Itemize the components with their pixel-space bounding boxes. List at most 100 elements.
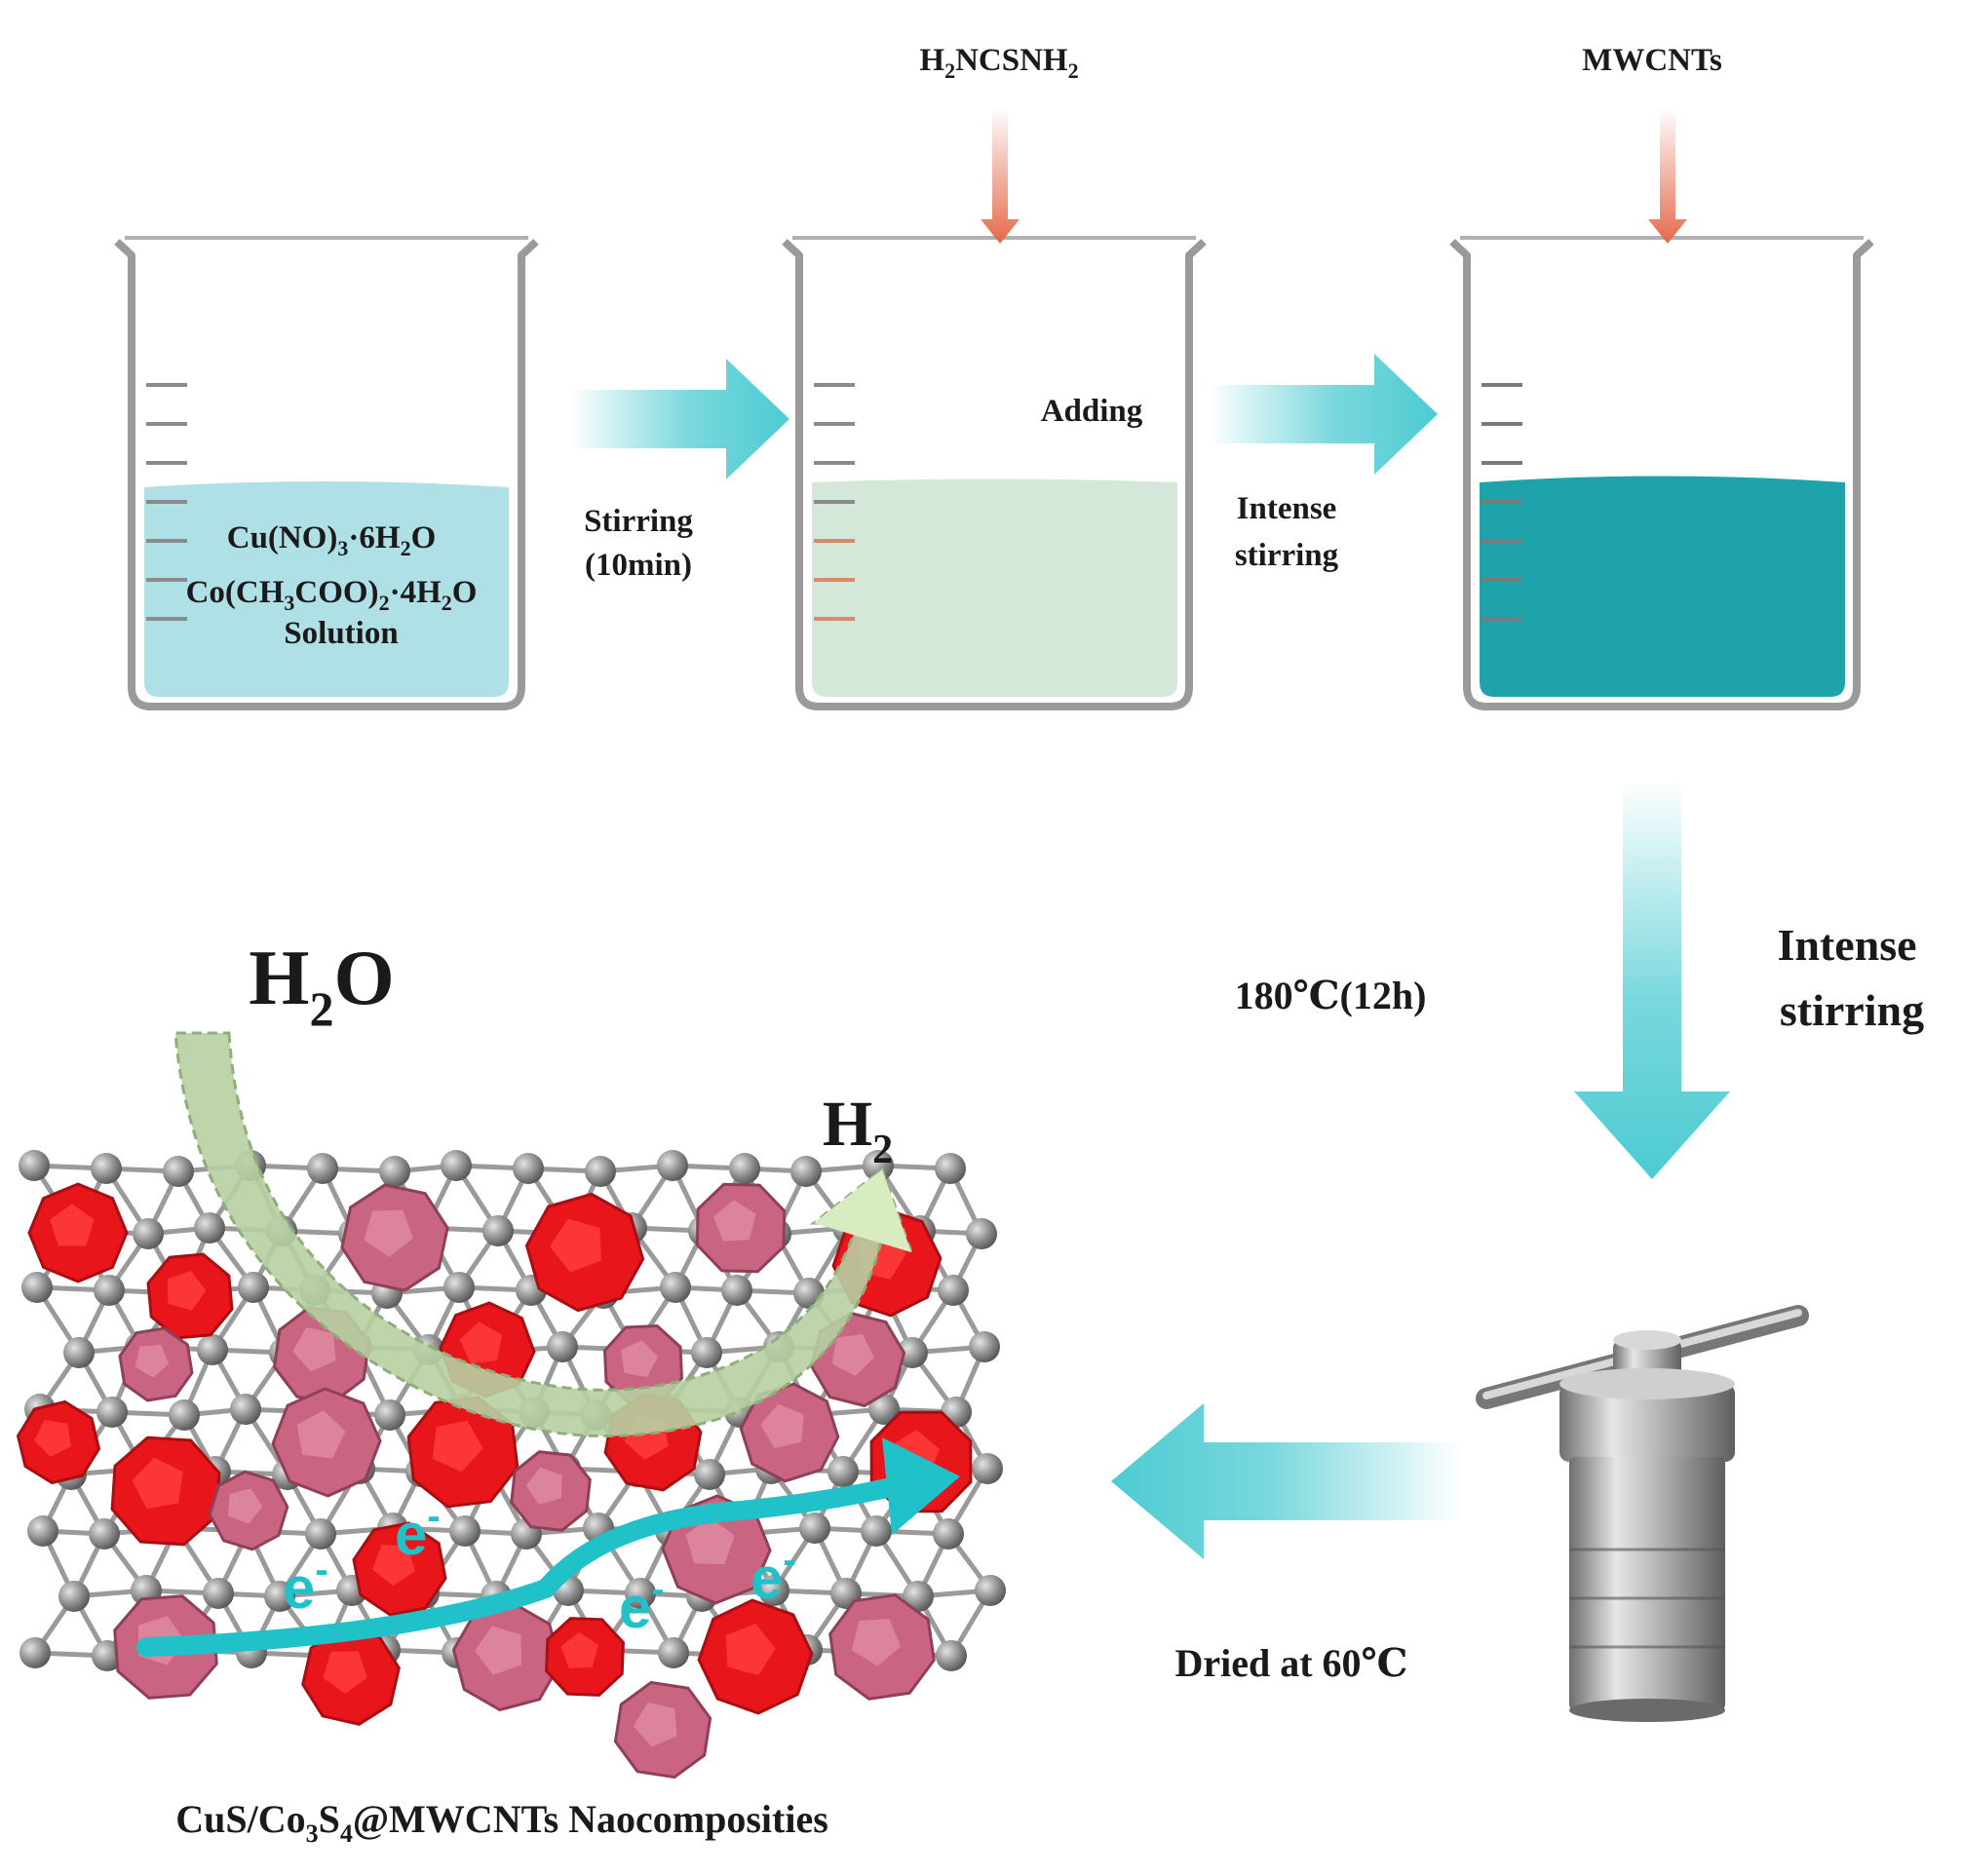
beaker-1-formula-1: Cu(NO)3·6H2O [227, 520, 437, 560]
carbon-atom [828, 1456, 859, 1487]
co3s4-particle [739, 1382, 840, 1483]
beaker-3-liquid [1480, 476, 1845, 697]
figure-caption: CuS/Co3S4@MWCNTs Naocomposities [175, 1797, 828, 1848]
beaker-3-glass [1449, 239, 1874, 710]
co3s4-particle [118, 1326, 194, 1402]
co3s4-particle [613, 1680, 712, 1780]
step-3-label-line-2: stirring [1780, 985, 1924, 1035]
carbon-atom [91, 1153, 122, 1184]
carbon-atom [197, 1334, 228, 1365]
carbon-atom [19, 1150, 50, 1181]
hydrogen-label: H2 [823, 1089, 893, 1172]
water-arrow [173, 1031, 914, 1438]
carbon-atom [694, 1459, 725, 1490]
carbon-atom [58, 1581, 90, 1612]
carbon-atom [379, 1156, 410, 1187]
co3s4-particle [340, 1183, 449, 1292]
carbon-atom [305, 1518, 336, 1550]
cus-particle [16, 1399, 101, 1485]
electron-label-2: e- [395, 1495, 441, 1567]
process-arrow-2 [1209, 354, 1438, 475]
carbon-atom [966, 1218, 997, 1249]
carbon-atom [374, 1399, 405, 1431]
particles [16, 1182, 973, 1780]
carbon-atom [933, 1518, 964, 1550]
dried-label: Dried at 60℃ [1174, 1641, 1407, 1685]
carbon-atom [935, 1153, 966, 1184]
co3s4-particle [828, 1593, 936, 1701]
carbon-atom [758, 1575, 789, 1606]
carbon-atom [96, 1397, 128, 1428]
carbon-atom [441, 1150, 472, 1181]
cus-particle [110, 1436, 221, 1547]
carbon-atom [790, 1156, 822, 1187]
carbon-atom [585, 1156, 616, 1187]
carbon-atom [938, 1275, 969, 1306]
process-arrow-3 [1574, 780, 1730, 1179]
carbon-atom [27, 1515, 58, 1547]
beaker-1-liquid [144, 481, 509, 697]
beaker-1-glass [114, 239, 539, 710]
cus-particle [697, 1598, 814, 1715]
water-label: H2O [249, 936, 394, 1036]
reagent-2-arrow [1648, 107, 1687, 244]
cus-particle [146, 1252, 234, 1340]
co3s4-particle [208, 1470, 289, 1551]
carbon-atom [194, 1212, 225, 1244]
cus-particle [352, 1521, 447, 1617]
cus-particle [301, 1627, 401, 1726]
carbon-atom [307, 1153, 338, 1184]
carbon-atom [799, 1512, 830, 1544]
carbon-atom [936, 1640, 967, 1671]
carbon-atom [721, 1275, 752, 1306]
carbon-atom [903, 1581, 934, 1612]
cus-particle [524, 1192, 645, 1313]
carbon-atom [89, 1518, 120, 1550]
step-2-label-line-2: stirring [1235, 538, 1339, 573]
temperature-label: 180℃(12h) [1235, 974, 1427, 1017]
cus-particle [545, 1617, 625, 1697]
carbon-atom [133, 1218, 164, 1249]
beaker-1: Cu(NO)3·6H2O Co(CH3COO)2·4H2O Solution [114, 236, 539, 710]
beaker-1-graduations [146, 383, 187, 621]
adding-label: Adding [1041, 394, 1143, 429]
carbon-atom [660, 1272, 691, 1303]
carbon-atom [238, 1272, 269, 1303]
electron-label-3: e- [619, 1568, 665, 1640]
carbon-atom [972, 1453, 1003, 1484]
beaker-2-liquid [812, 479, 1177, 697]
nanocomposite-illustration: H2O H2 e- e- e- e- [16, 936, 1006, 1780]
carbon-atom [63, 1337, 95, 1368]
carbon-atom [203, 1578, 234, 1609]
carbon-atom [863, 1150, 894, 1181]
reagent-1-label: H2NCSNH2 [919, 43, 1078, 83]
step-2-label-line-1: Intense [1237, 491, 1337, 526]
carbon-atom [513, 1153, 544, 1184]
carbon-atom [868, 1394, 900, 1425]
step-3-label-line-1: Intense [1777, 920, 1916, 970]
beaker-3 [1449, 236, 1874, 710]
beaker-2-graduations [814, 383, 855, 621]
carbon-atom [443, 1272, 475, 1303]
h2-arrow-head [814, 1169, 911, 1252]
carbon-atom [969, 1331, 1000, 1362]
beaker-1-solution-label: Solution [284, 616, 398, 651]
electron-label-4: e- [751, 1539, 796, 1611]
carbon-atom [169, 1399, 200, 1431]
reagent-2-label: MWCNTs [1582, 43, 1722, 78]
carbon-atom [861, 1515, 892, 1547]
autoclave-reactor [1476, 1305, 1809, 1722]
carbon-atom [449, 1515, 481, 1547]
carbon-atom [163, 1156, 194, 1187]
carbon-atom [19, 1637, 51, 1668]
carbon-atom [975, 1575, 1006, 1606]
carbon-atom [657, 1150, 688, 1181]
carbon-atom [897, 1337, 928, 1368]
co3s4-particle [510, 1450, 592, 1532]
carbon-atom [691, 1337, 722, 1368]
step-1-label-line-2: (10min) [585, 548, 692, 583]
process-arrow-1 [570, 359, 789, 479]
carbon-atom [658, 1637, 689, 1668]
co3s4-particle [695, 1182, 787, 1274]
